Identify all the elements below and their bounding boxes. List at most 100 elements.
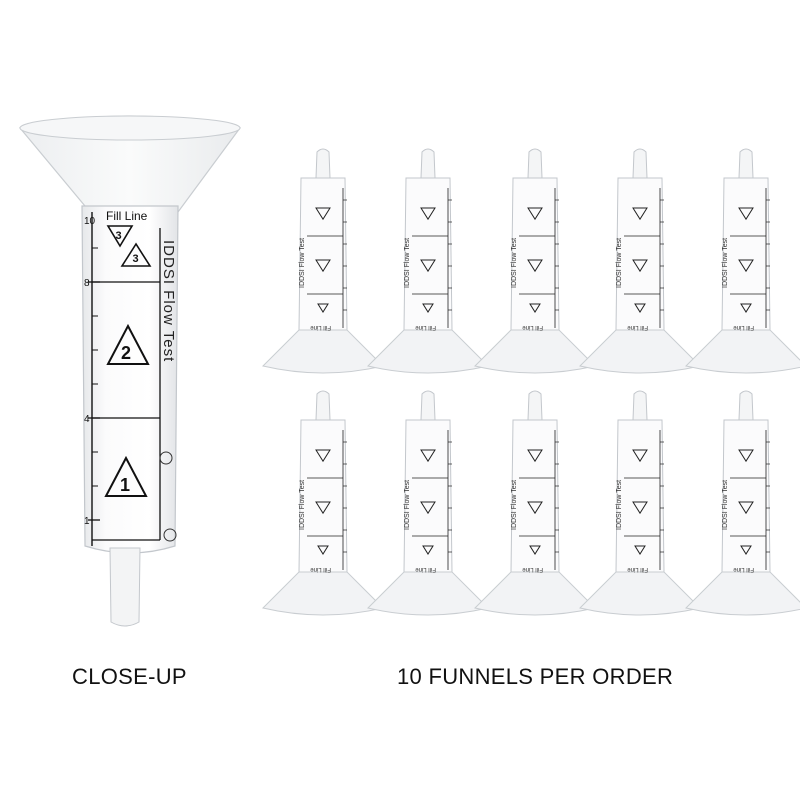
small-funnel-fill-line: Fill Line: [627, 566, 648, 572]
closeup-iddsi-label: IDDSI Flow Test: [160, 240, 177, 362]
small-funnel-cone: [685, 571, 800, 616]
small-funnel-fill-line: Fill Line: [627, 324, 648, 330]
small-funnel-level-triangle: [420, 501, 436, 515]
small-funnel-level-triangle: [422, 545, 434, 555]
small-funnel-level-triangle: [527, 501, 543, 515]
small-funnel-nozzle: [527, 390, 543, 421]
small-funnel-tube: [298, 177, 348, 331]
small-funnel-cone: [367, 329, 489, 374]
small-funnel-label: IDDSI Flow Test: [404, 238, 411, 288]
small-funnel-fill-line: Fill Line: [733, 324, 754, 330]
small-funnel-level-triangle: [740, 545, 752, 555]
closeup-tick-1: 1: [84, 516, 90, 527]
small-funnel-level-triangle: [315, 449, 331, 463]
small-funnel-nozzle: [632, 390, 648, 421]
small-funnel-level-triangle: [529, 545, 541, 555]
small-funnel-nozzle: [315, 148, 331, 179]
small-funnel-level-triangle: [634, 303, 646, 313]
small-funnel-fill-line: Fill Line: [522, 566, 543, 572]
closeup-tick-8: 8: [84, 278, 90, 289]
closeup-level-2: 2: [121, 343, 131, 363]
small-funnel-level-triangle: [738, 207, 754, 221]
small-funnel-level-triangle: [634, 545, 646, 555]
small-funnel-label: IDDSI Flow Test: [404, 480, 411, 530]
caption-funnels-per-order: 10 FUNNELS PER ORDER: [397, 664, 674, 689]
small-funnel-level-triangle: [738, 501, 754, 515]
closeup-level-1-triangle: [104, 455, 148, 497]
closeup-level-1: 1: [120, 475, 130, 495]
small-funnel-level-triangle: [317, 545, 329, 555]
small-funnel-level-triangle: [420, 259, 436, 273]
small-funnel-level-triangle: [527, 449, 543, 463]
small-funnel-label: IDDSI Flow Test: [722, 480, 729, 530]
small-funnel-level-triangle: [632, 449, 648, 463]
small-funnel-label: IDDSI Flow Test: [616, 480, 623, 530]
small-funnel-cone: [474, 571, 596, 616]
small-funnel-level-triangle: [317, 303, 329, 313]
small-funnel-cone: [262, 571, 384, 616]
small-funnel-level-triangle: [422, 303, 434, 313]
closeup-level-3-b: 3: [133, 253, 139, 265]
small-funnel-label: IDDSI Flow Test: [511, 238, 518, 288]
small-funnel-fill-line: Fill Line: [310, 566, 331, 572]
small-funnel-label: IDDSI Flow Test: [299, 238, 306, 288]
small-funnel-level-triangle: [315, 207, 331, 221]
small-funnel-tube: [721, 177, 771, 331]
small-funnel-fill-line: Fill Line: [415, 324, 436, 330]
small-funnel-tube: [510, 419, 560, 573]
small-funnel-level-triangle: [420, 207, 436, 221]
closeup-funnel-nozzle: [109, 547, 141, 627]
small-funnel-level-triangle: [315, 259, 331, 273]
small-funnel-level-triangle: [632, 501, 648, 515]
small-funnel-level-triangle: [632, 259, 648, 273]
small-funnel-level-triangle: [738, 259, 754, 273]
small-funnel-tube: [403, 419, 453, 573]
closeup-logo-mark-bottom: [163, 528, 177, 542]
small-funnel-cone: [579, 571, 701, 616]
small-funnel-level-triangle: [527, 207, 543, 221]
small-funnel-cone: [262, 329, 384, 374]
closeup-logo-mark: [159, 451, 173, 465]
closeup-level-3-a: 3: [116, 230, 122, 242]
small-funnel-nozzle: [420, 148, 436, 179]
small-funnel-tube: [721, 419, 771, 573]
closeup-funnel-image: 10 8 4 1 Fill Line 3 3 2 1 IDDSI Flow Te…: [18, 115, 242, 627]
small-funnel-tube: [298, 419, 348, 573]
small-funnel-cone: [685, 329, 800, 374]
small-funnel-nozzle: [315, 390, 331, 421]
caption-close-up: CLOSE-UP: [72, 664, 187, 689]
closeup-level-2-triangle: [106, 323, 150, 365]
small-funnel-nozzle: [420, 390, 436, 421]
small-funnel-label: IDDSI Flow Test: [722, 238, 729, 288]
small-funnel-fill-line: Fill Line: [310, 324, 331, 330]
small-funnel-nozzle: [738, 148, 754, 179]
small-funnel-tube: [615, 419, 665, 573]
small-funnel-label: IDDSI Flow Test: [299, 480, 306, 530]
closeup-fill-line-label: Fill Line: [106, 209, 148, 223]
small-funnel-level-triangle: [420, 449, 436, 463]
small-funnel-level-triangle: [632, 207, 648, 221]
small-funnel-level-triangle: [315, 501, 331, 515]
small-funnel-tube: [403, 177, 453, 331]
small-funnel-tube: [615, 177, 665, 331]
small-funnel-nozzle: [738, 390, 754, 421]
small-funnel-level-triangle: [527, 259, 543, 273]
small-funnel-cone: [474, 329, 596, 374]
small-funnel-fill-line: Fill Line: [522, 324, 543, 330]
small-funnel-label: IDDSI Flow Test: [511, 480, 518, 530]
small-funnel-cone: [579, 329, 701, 374]
small-funnel-label: IDDSI Flow Test: [616, 238, 623, 288]
small-funnel-level-triangle: [740, 303, 752, 313]
small-funnel-fill-line: Fill Line: [415, 566, 436, 572]
